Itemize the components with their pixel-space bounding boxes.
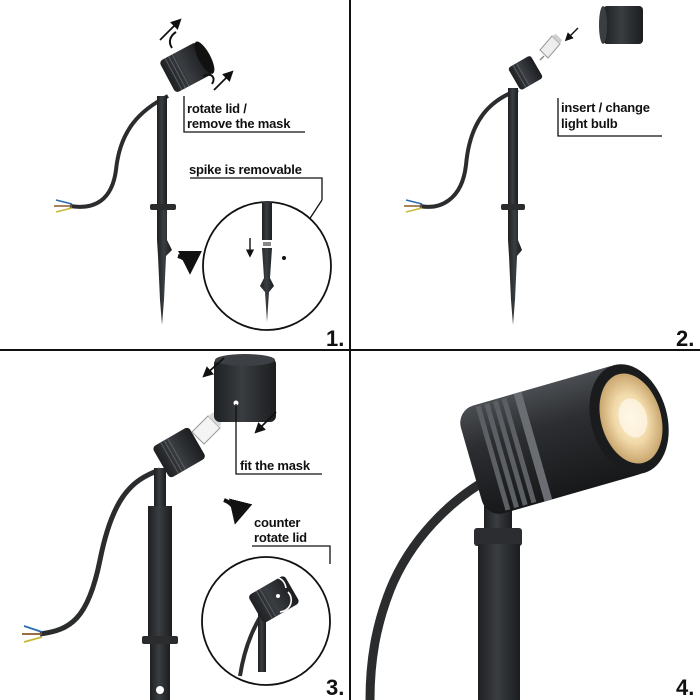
curved-arrow-icon — [223, 498, 253, 525]
step-2-panel — [404, 6, 662, 325]
pull-arrow-icon — [159, 18, 182, 41]
power-cable — [69, 94, 169, 209]
stem-collar — [142, 636, 178, 644]
spike-hole — [156, 686, 164, 694]
callout-line — [235, 404, 322, 475]
curved-arrow-icon — [177, 250, 202, 275]
step-4-number: 4. — [676, 675, 695, 700]
detail-joint — [263, 242, 271, 246]
stem — [148, 506, 172, 640]
detail-stem — [258, 612, 266, 672]
cable-wires — [404, 199, 423, 213]
callout-dot — [282, 256, 286, 260]
step-1-panel — [54, 18, 332, 331]
insert-arrow-icon — [564, 27, 579, 42]
stem — [508, 88, 518, 206]
callout-line — [557, 98, 662, 137]
stem-collar — [501, 204, 525, 210]
step-3-label: fit the mask — [240, 458, 310, 473]
lamp-head-assembled — [460, 364, 669, 514]
step-1-number: 1. — [326, 326, 345, 351]
rotate-arrow-icon — [265, 576, 287, 589]
step-3-detail-label-line-1: counter — [254, 515, 301, 530]
power-cable — [365, 474, 493, 700]
step-3-detail-label-line-2: rotate lid — [254, 530, 307, 545]
push-arrow-icon — [254, 411, 277, 434]
lamp-head-open — [508, 56, 543, 90]
callout-dot — [233, 400, 239, 406]
step-3-number: 3. — [326, 675, 345, 700]
step-2-label-line-2: light bulb — [561, 116, 618, 131]
stem — [478, 544, 520, 700]
lamp-head-open — [153, 427, 205, 478]
step-4-panel — [365, 364, 669, 700]
detail-spike — [260, 248, 274, 322]
stem-upper — [154, 468, 166, 508]
rotate-arrow-icon — [168, 31, 177, 49]
detail-stem — [262, 202, 272, 240]
light-bulb-icon — [539, 34, 562, 61]
callout-line — [183, 96, 305, 133]
ground-spike — [157, 210, 172, 325]
ground-spike — [150, 644, 170, 700]
step-3-panel — [22, 354, 331, 700]
light-bulb-icon — [191, 412, 222, 445]
rotate-arrow-icon — [279, 591, 293, 613]
step-2-label-line-1: insert / change — [561, 100, 650, 115]
step-1-detail-label: spike is removable — [189, 162, 302, 177]
stem-collar — [150, 204, 176, 210]
stem-collar — [474, 528, 522, 546]
power-cable — [419, 88, 519, 209]
step-1-label-line-2: remove the mask — [187, 116, 291, 131]
callout-dot — [177, 93, 183, 99]
callout-line — [190, 177, 323, 200]
step-1-label-line-1: rotate lid / — [187, 101, 247, 116]
stem — [157, 96, 167, 206]
cable-wires — [22, 625, 43, 643]
step-2-number: 2. — [676, 326, 695, 351]
mask-cap — [599, 6, 643, 44]
push-arrow-icon — [202, 357, 225, 378]
power-cable — [39, 467, 161, 637]
ground-spike — [508, 210, 522, 325]
rotate-arrow-icon — [202, 73, 215, 85]
cable-wires — [54, 199, 73, 213]
callout-dot — [276, 594, 280, 598]
lamp-head — [160, 41, 215, 92]
callout-line — [252, 545, 331, 564]
pull-arrow-icon — [213, 70, 234, 91]
mask-cap — [214, 354, 276, 422]
